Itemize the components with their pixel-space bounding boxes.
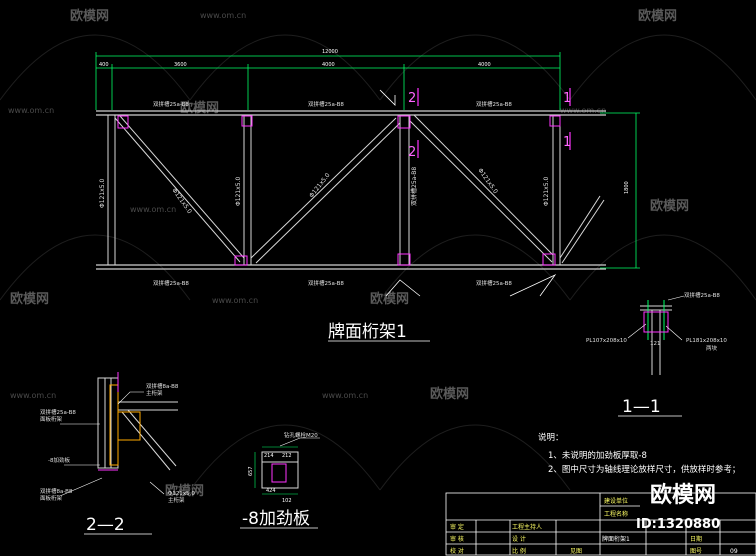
stiffener-dim: 102 <box>282 498 292 504</box>
title-block-cell: 日期 <box>690 535 702 543</box>
detail-label: 双拼槽8a-B8 <box>146 382 179 390</box>
segment-dimension: 400 <box>99 62 109 68</box>
title-block-cell: 见图 <box>570 548 582 555</box>
vertical-label: Φ121x5.0 <box>235 177 242 206</box>
detail-label: 双拼槽8a-B8 <box>40 487 73 495</box>
watermark-brand: 欧模网 <box>70 8 109 24</box>
segment-dimension: 4000 <box>478 62 491 68</box>
detail-label: 主桁架 <box>146 389 163 397</box>
watermark-brand: 欧模网 <box>370 291 409 307</box>
detail-1-1-title: 1—1 <box>622 397 661 417</box>
verticals <box>107 115 561 265</box>
detail-1-1: 双拼槽25a-B8 PL107x208x10 PL181x208x10 两块 1… <box>586 291 727 417</box>
dimension-lines <box>95 52 640 269</box>
watermark-arcs <box>0 34 756 491</box>
detail-label: 主桁架 <box>168 496 185 504</box>
weld-leaders <box>379 89 557 297</box>
stiffener-dim: 657 <box>248 466 254 476</box>
title-block-cell: 审 核 <box>450 535 464 543</box>
notes: 说明： 1、未说明的加劲板厚取-8 2、图中尺寸为轴线理论放样尺寸，供放样时参考… <box>538 432 740 475</box>
title-block-cell: 比 例 <box>512 547 526 555</box>
section-mark: 1 <box>563 91 571 106</box>
detail-2-2: 双拼槽8a-B8 主桁架 双拼槽25a-B8 面板桁架 -8加劲板 双拼槽8a-… <box>40 372 195 535</box>
height-dimension: 1800 <box>624 181 630 194</box>
vertical-label: Φ121x5.0 <box>543 177 550 206</box>
section-mark: 1 <box>563 135 571 150</box>
watermark-url: www.om.cn <box>8 106 54 115</box>
stiffener-dim: 214 <box>264 453 274 459</box>
truss-title: 牌面桁架1 <box>328 322 407 342</box>
note-line: 1、未说明的加劲板厚取-8 <box>548 450 647 461</box>
bottom-chord-label: 双拼槽25a-B8 <box>153 279 189 287</box>
title-block-cell: 工程名称 <box>604 510 628 518</box>
bottom-chord-label: 双拼槽25a-B8 <box>476 279 512 287</box>
truss-elevation: 12000 400 3600 4000 4000 1800 <box>95 49 640 342</box>
watermark-url: www.om.cn <box>322 391 368 400</box>
title-block-cell: 建设单位 <box>604 497 628 505</box>
stiffener-label: 钻孔螺栓M20 <box>284 431 318 439</box>
detail-label: Φ121x5.0 <box>168 491 195 497</box>
watermark-url: www.om.cn <box>212 296 258 305</box>
brand-id: ID:1320880 <box>636 517 720 532</box>
section-mark: 2 <box>408 91 416 106</box>
top-chord-label: 双拼槽25a-B8 <box>476 100 512 108</box>
section-markers <box>417 88 571 158</box>
watermark-url: www.om.cn <box>10 391 56 400</box>
vertical-label: Φ121x5.0 <box>99 179 106 208</box>
notes-heading: 说明： <box>538 432 564 443</box>
detail-label: -8加劲板 <box>48 456 70 464</box>
top-chord-label: 双拼槽25a-B8 <box>308 100 344 108</box>
drawing-name: 牌面桁架1 <box>602 535 630 543</box>
detail-stiffener: 钻孔螺栓M20 214 212 657 424 102 -8加劲板 <box>240 431 320 529</box>
detail-11-label: 121 <box>650 341 661 347</box>
title-block-cell: 校 对 <box>450 547 464 555</box>
title-block-cell: 工程主持人 <box>512 523 542 531</box>
watermark-brand: 欧模网 <box>165 483 204 499</box>
detail-11-label: PL181x208x10 <box>686 338 727 344</box>
brand-logo-text: 欧模网 <box>650 482 716 508</box>
diagonal-label: Φ121x5.0 <box>308 172 332 200</box>
watermark-brand: 欧模网 <box>430 386 469 402</box>
overall-dimension: 12000 <box>322 49 338 55</box>
note-line: 2、图中尺寸为轴线理论放样尺寸，供放样时参考； <box>548 464 740 475</box>
watermarks: 欧模网 www.om.cn 欧模网 欧模网 www.om.cn www.om.c… <box>8 8 689 499</box>
segment-dimension: 3600 <box>174 62 187 68</box>
watermark-url: www.om.cn <box>200 11 246 20</box>
stiffener-title: -8加劲板 <box>242 509 310 529</box>
title-block: 建设单位 工程名称 牌面桁架1 审 定 审 核 校 对 工程主持人 设 计 比 … <box>445 482 756 556</box>
diagonals <box>114 114 605 264</box>
bottom-chord-label: 双拼槽25a-B8 <box>308 279 344 287</box>
detail-label: 面板桁架 <box>40 494 63 502</box>
title-block-cell: 设 计 <box>512 535 526 543</box>
watermark-brand: 欧模网 <box>10 291 49 307</box>
detail-label: 双拼槽25a-B8 <box>40 408 76 416</box>
top-chord-label: 双拼槽25a-B8 <box>153 100 189 108</box>
stiffener-dim: 424 <box>266 488 276 494</box>
detail-11-label: 两块 <box>706 344 718 352</box>
gusset-plates <box>117 115 561 266</box>
watermark-brand: 欧模网 <box>650 198 689 214</box>
watermark-brand: 欧模网 <box>638 8 677 24</box>
section-mark: 2 <box>408 145 416 160</box>
chords <box>96 110 606 270</box>
watermark-brand: 欧模网 <box>180 100 219 116</box>
sheet-number: 09 <box>730 548 738 555</box>
vertical-label: 双拼槽25a-B8 <box>410 167 418 206</box>
detail-11-label: 双拼槽25a-B8 <box>684 291 720 299</box>
title-block-cell: 图号 <box>690 548 702 555</box>
segment-dimension: 4000 <box>322 62 335 68</box>
title-block-cell: 审 定 <box>450 523 464 531</box>
stiffener-dim: 212 <box>282 453 292 459</box>
watermark-url: www.om.cn <box>130 205 176 214</box>
detail-label: 面板桁架 <box>40 415 63 423</box>
detail-2-2-title: 2—2 <box>86 515 125 535</box>
detail-11-label: PL107x208x10 <box>586 338 627 344</box>
